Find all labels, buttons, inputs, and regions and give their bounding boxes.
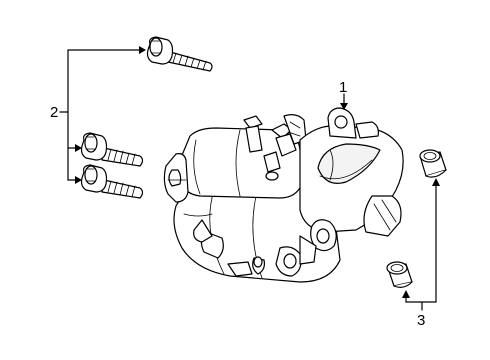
callout-1-label: 1 xyxy=(339,79,347,96)
starter-motor xyxy=(163,107,404,283)
bolt-middle xyxy=(80,132,144,167)
bushing-upper xyxy=(419,149,447,178)
callout-2-leaders xyxy=(59,46,146,184)
callout-3-label: 3 xyxy=(417,312,425,329)
callout-2-label: 2 xyxy=(50,104,58,121)
bolt-lower xyxy=(80,164,144,199)
callout-1-leader xyxy=(340,93,348,110)
bushing-lower xyxy=(386,261,413,288)
bolt-top xyxy=(146,36,213,72)
callout-3-leaders xyxy=(402,178,440,311)
